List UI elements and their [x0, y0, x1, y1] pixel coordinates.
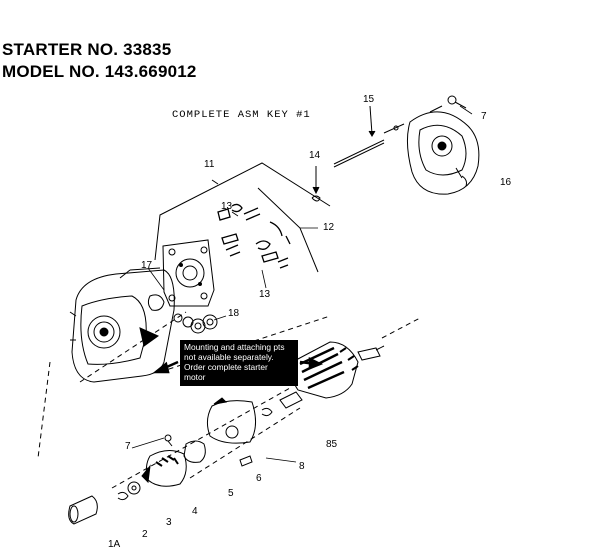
part-14	[311, 166, 321, 202]
brushes-springs-13	[217, 203, 291, 269]
drive-end-parts	[68, 397, 256, 525]
note-line: Order complete starter	[184, 362, 268, 372]
callout-12: 12	[323, 222, 335, 233]
callout-13-top: 13	[221, 201, 233, 212]
leader-lines	[131, 105, 473, 463]
callout-15: 15	[363, 94, 375, 105]
callout-18: 18	[228, 308, 240, 319]
callout-4: 4	[192, 506, 198, 517]
callout-7-bottom: 7	[125, 441, 131, 452]
callout-1a: 1A	[108, 539, 121, 550]
assembly-lines	[37, 311, 421, 489]
callout-16: 16	[500, 177, 512, 188]
callout-14: 14	[309, 150, 321, 161]
model-number-title: MODEL NO. 143.669012	[2, 62, 197, 81]
note-arrows	[152, 356, 324, 374]
through-bolts-15	[333, 105, 405, 168]
starter-number-title: STARTER NO. 33835	[2, 40, 172, 59]
bracket-group-11	[154, 162, 331, 273]
callout-2: 2	[142, 529, 148, 540]
callout-85: 85	[326, 439, 338, 450]
note-line: not available separately.	[184, 352, 274, 362]
motor-housing	[69, 267, 175, 383]
callout-17: 17	[141, 260, 153, 271]
washers-17-18	[173, 313, 218, 334]
callout-3: 3	[166, 517, 172, 528]
note-line: motor	[184, 372, 206, 382]
callout-8: 8	[299, 461, 305, 472]
callout-11: 11	[204, 159, 215, 170]
brush-plate	[162, 239, 215, 307]
note-box: Mounting and attaching pts not available…	[180, 340, 298, 386]
complete-asm-caption: COMPLETE ASM KEY #1	[172, 109, 311, 121]
callout-13-bottom: 13	[259, 289, 271, 300]
callout-6: 6	[256, 473, 262, 484]
end-cap-16	[406, 95, 480, 195]
callout-5: 5	[228, 488, 234, 499]
note-line: Mounting and attaching pts	[184, 342, 285, 352]
callout-7-top: 7	[481, 111, 487, 122]
